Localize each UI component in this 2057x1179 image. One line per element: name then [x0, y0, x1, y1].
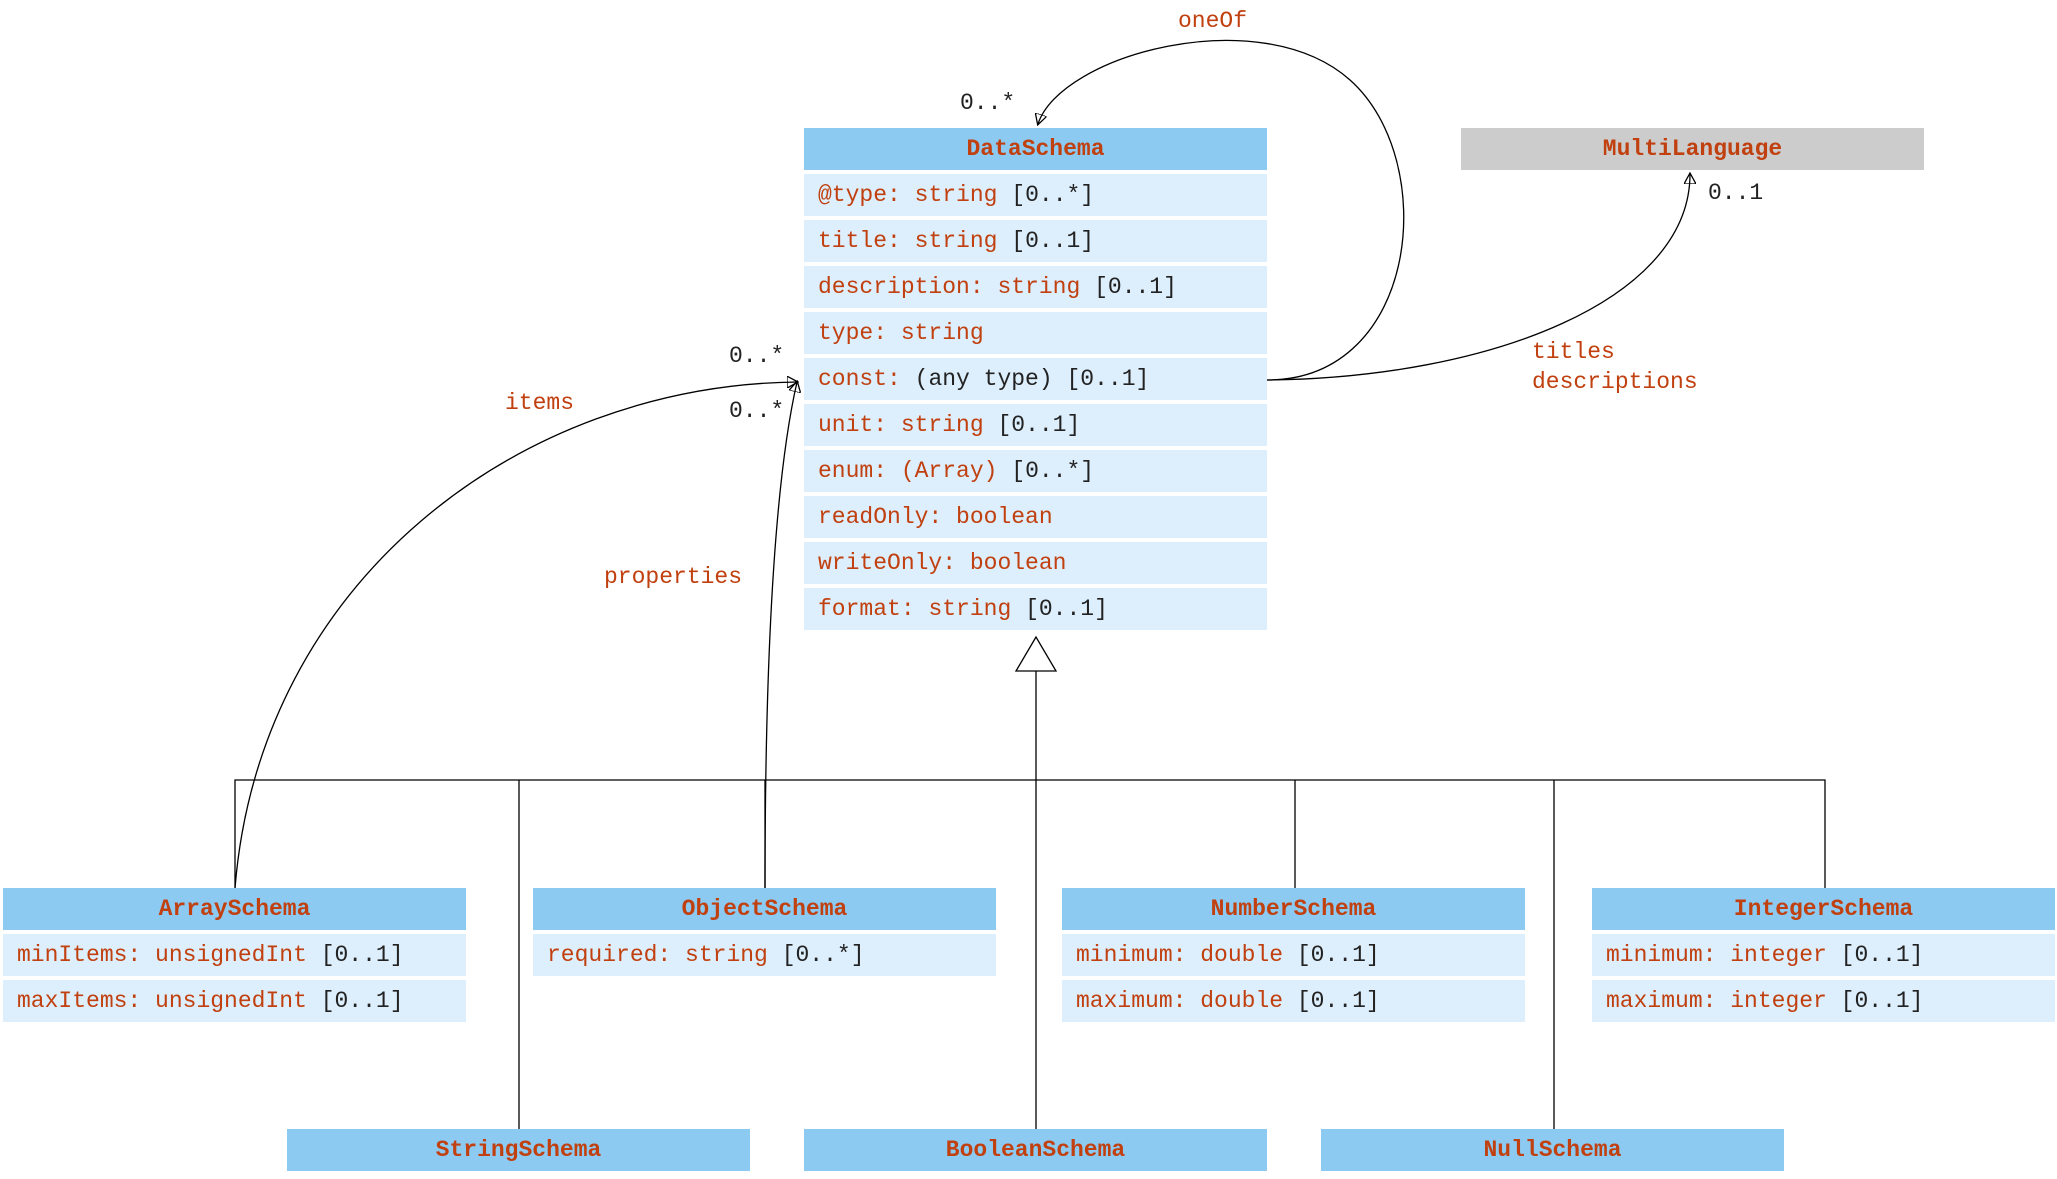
null-schema-class: NullSchema: [1321, 1129, 1784, 1171]
attribute-row: maxItems: unsignedInt [0..1]: [3, 980, 466, 1022]
attribute-row: readOnly: boolean: [804, 496, 1267, 538]
integer-schema-header: IntegerSchema: [1592, 888, 2055, 930]
attribute-row: type: string: [804, 312, 1267, 354]
attribute-row: @type: string [0..*]: [804, 174, 1267, 216]
attribute-row: title: string [0..1]: [804, 220, 1267, 262]
data-schema-header: DataSchema: [804, 128, 1267, 170]
number-schema-class: NumberSchema minimum: double [0..1] maxi…: [1062, 888, 1525, 1022]
string-schema-class: StringSchema: [287, 1129, 750, 1171]
attribute-row: unit: string [0..1]: [804, 404, 1267, 446]
properties-association-line: [764, 382, 797, 889]
items-association-line: [234, 382, 797, 889]
data-schema-class: DataSchema @type: string [0..*] title: s…: [804, 128, 1267, 630]
multi-language-class: MultiLanguage: [1461, 128, 1924, 170]
attribute-row: writeOnly: boolean: [804, 542, 1267, 584]
array-schema-class: ArraySchema minItems: unsignedInt [0..1]…: [3, 888, 466, 1022]
boolean-schema-header: BooleanSchema: [804, 1129, 1267, 1171]
oneof-label: oneOf: [1178, 8, 1248, 34]
attribute-row: description: string [0..1]: [804, 266, 1267, 308]
object-schema-header: ObjectSchema: [533, 888, 996, 930]
titles-multiplicity: 0..1: [1708, 180, 1764, 206]
array-schema-header: ArraySchema: [3, 888, 466, 930]
boolean-schema-class: BooleanSchema: [804, 1129, 1267, 1171]
multi-language-header: MultiLanguage: [1461, 128, 1924, 170]
attribute-row: maximum: double [0..1]: [1062, 980, 1525, 1022]
attribute-row: minItems: unsignedInt [0..1]: [3, 934, 466, 976]
generalization-triangle: [1014, 635, 1058, 672]
properties-multiplicity: 0..*: [729, 398, 785, 424]
attribute-row: const: (any type) [0..1]: [804, 358, 1267, 400]
attribute-row: enum: (Array) [0..*]: [804, 450, 1267, 492]
object-schema-class: ObjectSchema required: string [0..*]: [533, 888, 996, 976]
oneof-multiplicity: 0..*: [960, 90, 1016, 116]
attribute-row: required: string [0..*]: [533, 934, 996, 976]
titles-association-line: [1266, 174, 1690, 381]
descriptions-label: descriptions: [1532, 369, 1698, 395]
generalization-bus: [234, 779, 1826, 888]
oneof-association-line: [1038, 39, 1405, 381]
string-schema-header: StringSchema: [287, 1129, 750, 1171]
attribute-row: minimum: integer [0..1]: [1592, 934, 2055, 976]
attribute-row: format: string [0..1]: [804, 588, 1267, 630]
attribute-row: maximum: integer [0..1]: [1592, 980, 2055, 1022]
titles-label: titles: [1532, 339, 1615, 365]
attribute-row: minimum: double [0..1]: [1062, 934, 1525, 976]
items-label: items: [505, 390, 575, 416]
number-schema-header: NumberSchema: [1062, 888, 1525, 930]
items-multiplicity: 0..*: [729, 343, 785, 369]
properties-label: properties: [604, 564, 743, 590]
integer-schema-class: IntegerSchema minimum: integer [0..1] ma…: [1592, 888, 2055, 1022]
null-schema-header: NullSchema: [1321, 1129, 1784, 1171]
